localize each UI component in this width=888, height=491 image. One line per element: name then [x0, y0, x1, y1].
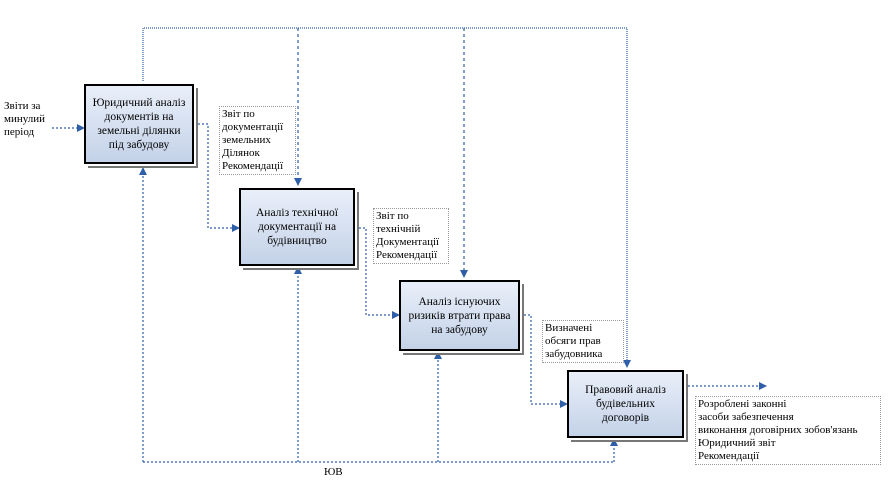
mechanism-label: ЮВ	[324, 466, 343, 478]
control-arrow-1	[142, 27, 631, 368]
function-block-3[interactable]: Аналіз існуючих ризиків втрати права на …	[399, 280, 520, 351]
function-block-3-title: Аналіз існуючих ризиків втрати права на …	[408, 295, 511, 336]
output-arrow-3	[520, 314, 568, 408]
output-label-4: Розроблені законні засоби забезпечення в…	[695, 396, 881, 465]
function-block-1-title: Юридичний аналіз документів на земельні …	[92, 97, 186, 151]
output-label-2: Звіт по технічній Документації Рекоменда…	[373, 208, 449, 264]
function-block-4-title: Правовий аналіз будівельних договорів	[585, 384, 666, 424]
output-arrow-1	[194, 123, 240, 232]
function-block-2-title: Аналіз технічної документації на будівни…	[256, 207, 338, 247]
output-arrow-2	[355, 227, 400, 319]
input-label: Звіти за минулий період	[4, 100, 46, 138]
function-block-2[interactable]: Аналіз технічної документації на будівни…	[239, 188, 355, 266]
function-block-4[interactable]: Правовий аналіз будівельних договорів	[567, 370, 684, 438]
function-block-1[interactable]: Юридичний аналіз документів на земельні …	[84, 84, 194, 164]
output-label-1: Звіт по документації земельних Ділянок Р…	[219, 106, 296, 175]
output-label-3: Визначені обсяги прав забудовника	[542, 320, 624, 363]
